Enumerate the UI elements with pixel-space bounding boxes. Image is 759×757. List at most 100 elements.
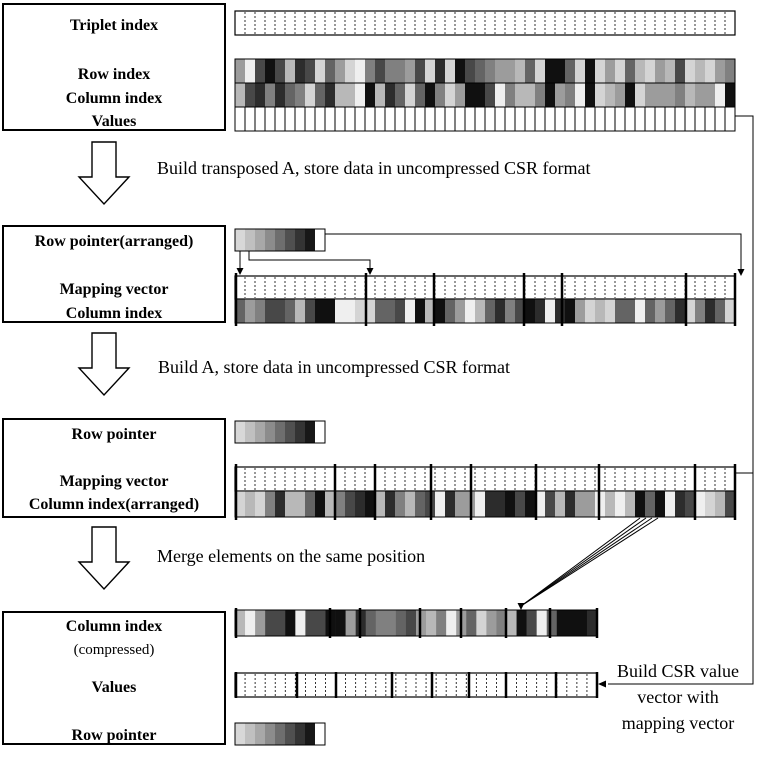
column-index-array-cell xyxy=(585,83,596,107)
column-index-transposed-array-cell xyxy=(695,299,706,323)
row-index-array-cell xyxy=(495,59,506,83)
column-index-label: Column index xyxy=(65,90,163,107)
column-index-compressed-array-cell xyxy=(265,610,276,636)
row-index-array-cell xyxy=(345,59,356,83)
row-index-array-cell xyxy=(565,59,576,83)
column-index-array-cell xyxy=(315,83,326,107)
row-pointer-arranged-array-cell xyxy=(275,229,285,251)
row-index-array-cell xyxy=(455,59,466,83)
column-index-array-cell xyxy=(305,83,316,107)
down-arrow-3 xyxy=(77,526,131,591)
column-index-compressed-array-cell xyxy=(315,610,326,636)
row-pointer-label-2: Row pointer xyxy=(71,727,157,744)
row-pointer-arranged-array-cell xyxy=(315,229,325,251)
row-pointer-compressed-array-cell xyxy=(315,723,325,745)
column-index-transposed-array-cell xyxy=(445,299,456,323)
values-array-cell xyxy=(364,106,376,132)
column-index-array-cell xyxy=(265,83,276,107)
column-index-compressed-array-cell xyxy=(245,610,256,636)
values-array-cell xyxy=(564,106,576,132)
down-arrow-1 xyxy=(77,141,131,206)
values-array-cell xyxy=(654,106,666,132)
side-note-line-1: Build CSR value xyxy=(616,661,739,681)
row-index-array-cell xyxy=(415,59,426,83)
column-index-transposed-array-cell xyxy=(535,299,546,323)
step-1-text: Build transposed A, store data in uncomp… xyxy=(157,158,591,178)
row-pointer-compressed-array-cell xyxy=(285,723,295,745)
values-array-cell xyxy=(574,106,586,132)
column-index-array-cell xyxy=(365,83,376,107)
row-pointer-array-cell xyxy=(255,421,265,443)
row-pointer-compressed-array-cell xyxy=(275,723,285,745)
column-index-compressed-array-cell xyxy=(496,610,507,636)
column-index-compressed-array-cell xyxy=(426,610,437,636)
values-array-cell xyxy=(294,106,306,132)
column-index-arranged-array-cell xyxy=(305,491,316,517)
column-index-arranged-array-cell xyxy=(505,491,516,517)
merge-arrowhead xyxy=(517,603,525,610)
row-index-array-cell xyxy=(525,59,536,83)
column-index-transposed-array-cell xyxy=(235,299,246,323)
column-index-transposed-array-cell xyxy=(345,299,356,323)
values-array-cell xyxy=(254,106,266,132)
column-index-arranged-array-cell xyxy=(715,491,726,517)
column-index-transposed-array-cell xyxy=(315,299,326,323)
row-index-array-cell xyxy=(575,59,586,83)
row-index-array-cell xyxy=(545,59,556,83)
merge-line xyxy=(520,517,641,607)
column-index-transposed-array-cell xyxy=(325,299,336,323)
column-index-array-cell xyxy=(255,83,266,107)
column-index-compressed-array-cell xyxy=(295,610,306,636)
column-index-array-cell xyxy=(665,83,676,107)
row-index-array-cell xyxy=(395,59,406,83)
row-pointer-compressed-array-cell xyxy=(295,723,305,745)
column-index-transposed-array-cell xyxy=(475,299,486,323)
row-index-array-cell xyxy=(595,59,606,83)
row-index-label: Row index xyxy=(77,66,151,83)
column-index-compressed-array-cell xyxy=(275,610,286,636)
row-index-array-cell xyxy=(465,59,476,83)
column-index-array-cell xyxy=(635,83,646,107)
values-array-cell xyxy=(544,106,556,132)
column-index-transposed-array-cell xyxy=(655,299,666,323)
column-index-compressed-array-cell xyxy=(255,610,266,636)
column-index-transposed-array-cell xyxy=(725,299,736,323)
row-index-array-cell xyxy=(475,59,486,83)
column-index-arranged-array-cell xyxy=(245,491,256,517)
column-index-compressed-array-cell xyxy=(516,610,527,636)
column-index-arranged-array-cell xyxy=(405,491,416,517)
column-index-array-cell xyxy=(475,83,486,107)
column-index-arranged-array-cell xyxy=(385,491,396,517)
row-pointer-arranged-array-cell xyxy=(305,229,315,251)
column-index-arranged-array-cell xyxy=(535,491,546,517)
row-pointer-arranged-array-cell xyxy=(245,229,255,251)
column-index-array-cell xyxy=(685,83,696,107)
column-index-compressed-array-cell xyxy=(335,610,346,636)
row-pointer-compressed-array-cell xyxy=(265,723,275,745)
values-array-cell xyxy=(394,106,406,132)
triplet-index-label: Triplet index xyxy=(69,17,159,34)
column-index-compressed-array-cell xyxy=(486,610,497,636)
values-array-cell xyxy=(644,106,656,132)
row-index-array-cell xyxy=(295,59,306,83)
column-index-array-cell xyxy=(555,83,566,107)
row-index-array-cell xyxy=(585,59,596,83)
column-index-transposed-array-cell xyxy=(515,299,526,323)
column-index-arranged-array-cell xyxy=(365,491,376,517)
column-index-transposed-array-cell xyxy=(395,299,406,323)
column-index-transposed-array-cell xyxy=(455,299,466,323)
values-compressed-array xyxy=(234,672,598,698)
column-index-arranged-array-cell xyxy=(645,491,656,517)
merge-line xyxy=(520,517,653,607)
step-3-text: Merge elements on the same position xyxy=(157,546,426,566)
row-index-array-cell xyxy=(325,59,336,83)
column-index-transposed-array-cell xyxy=(595,299,606,323)
column-index-arranged-array-cell xyxy=(265,491,276,517)
column-index-arranged-array-cell xyxy=(235,491,246,517)
row-pointer-label: Row pointer xyxy=(71,426,157,443)
column-index-arranged-label: Column index(arranged) xyxy=(28,496,200,513)
column-index-transposed-array-cell xyxy=(485,299,496,323)
column-index-transposed-array-cell xyxy=(255,299,266,323)
column-index-transposed-array-cell xyxy=(675,299,686,323)
values-connector xyxy=(608,115,754,685)
